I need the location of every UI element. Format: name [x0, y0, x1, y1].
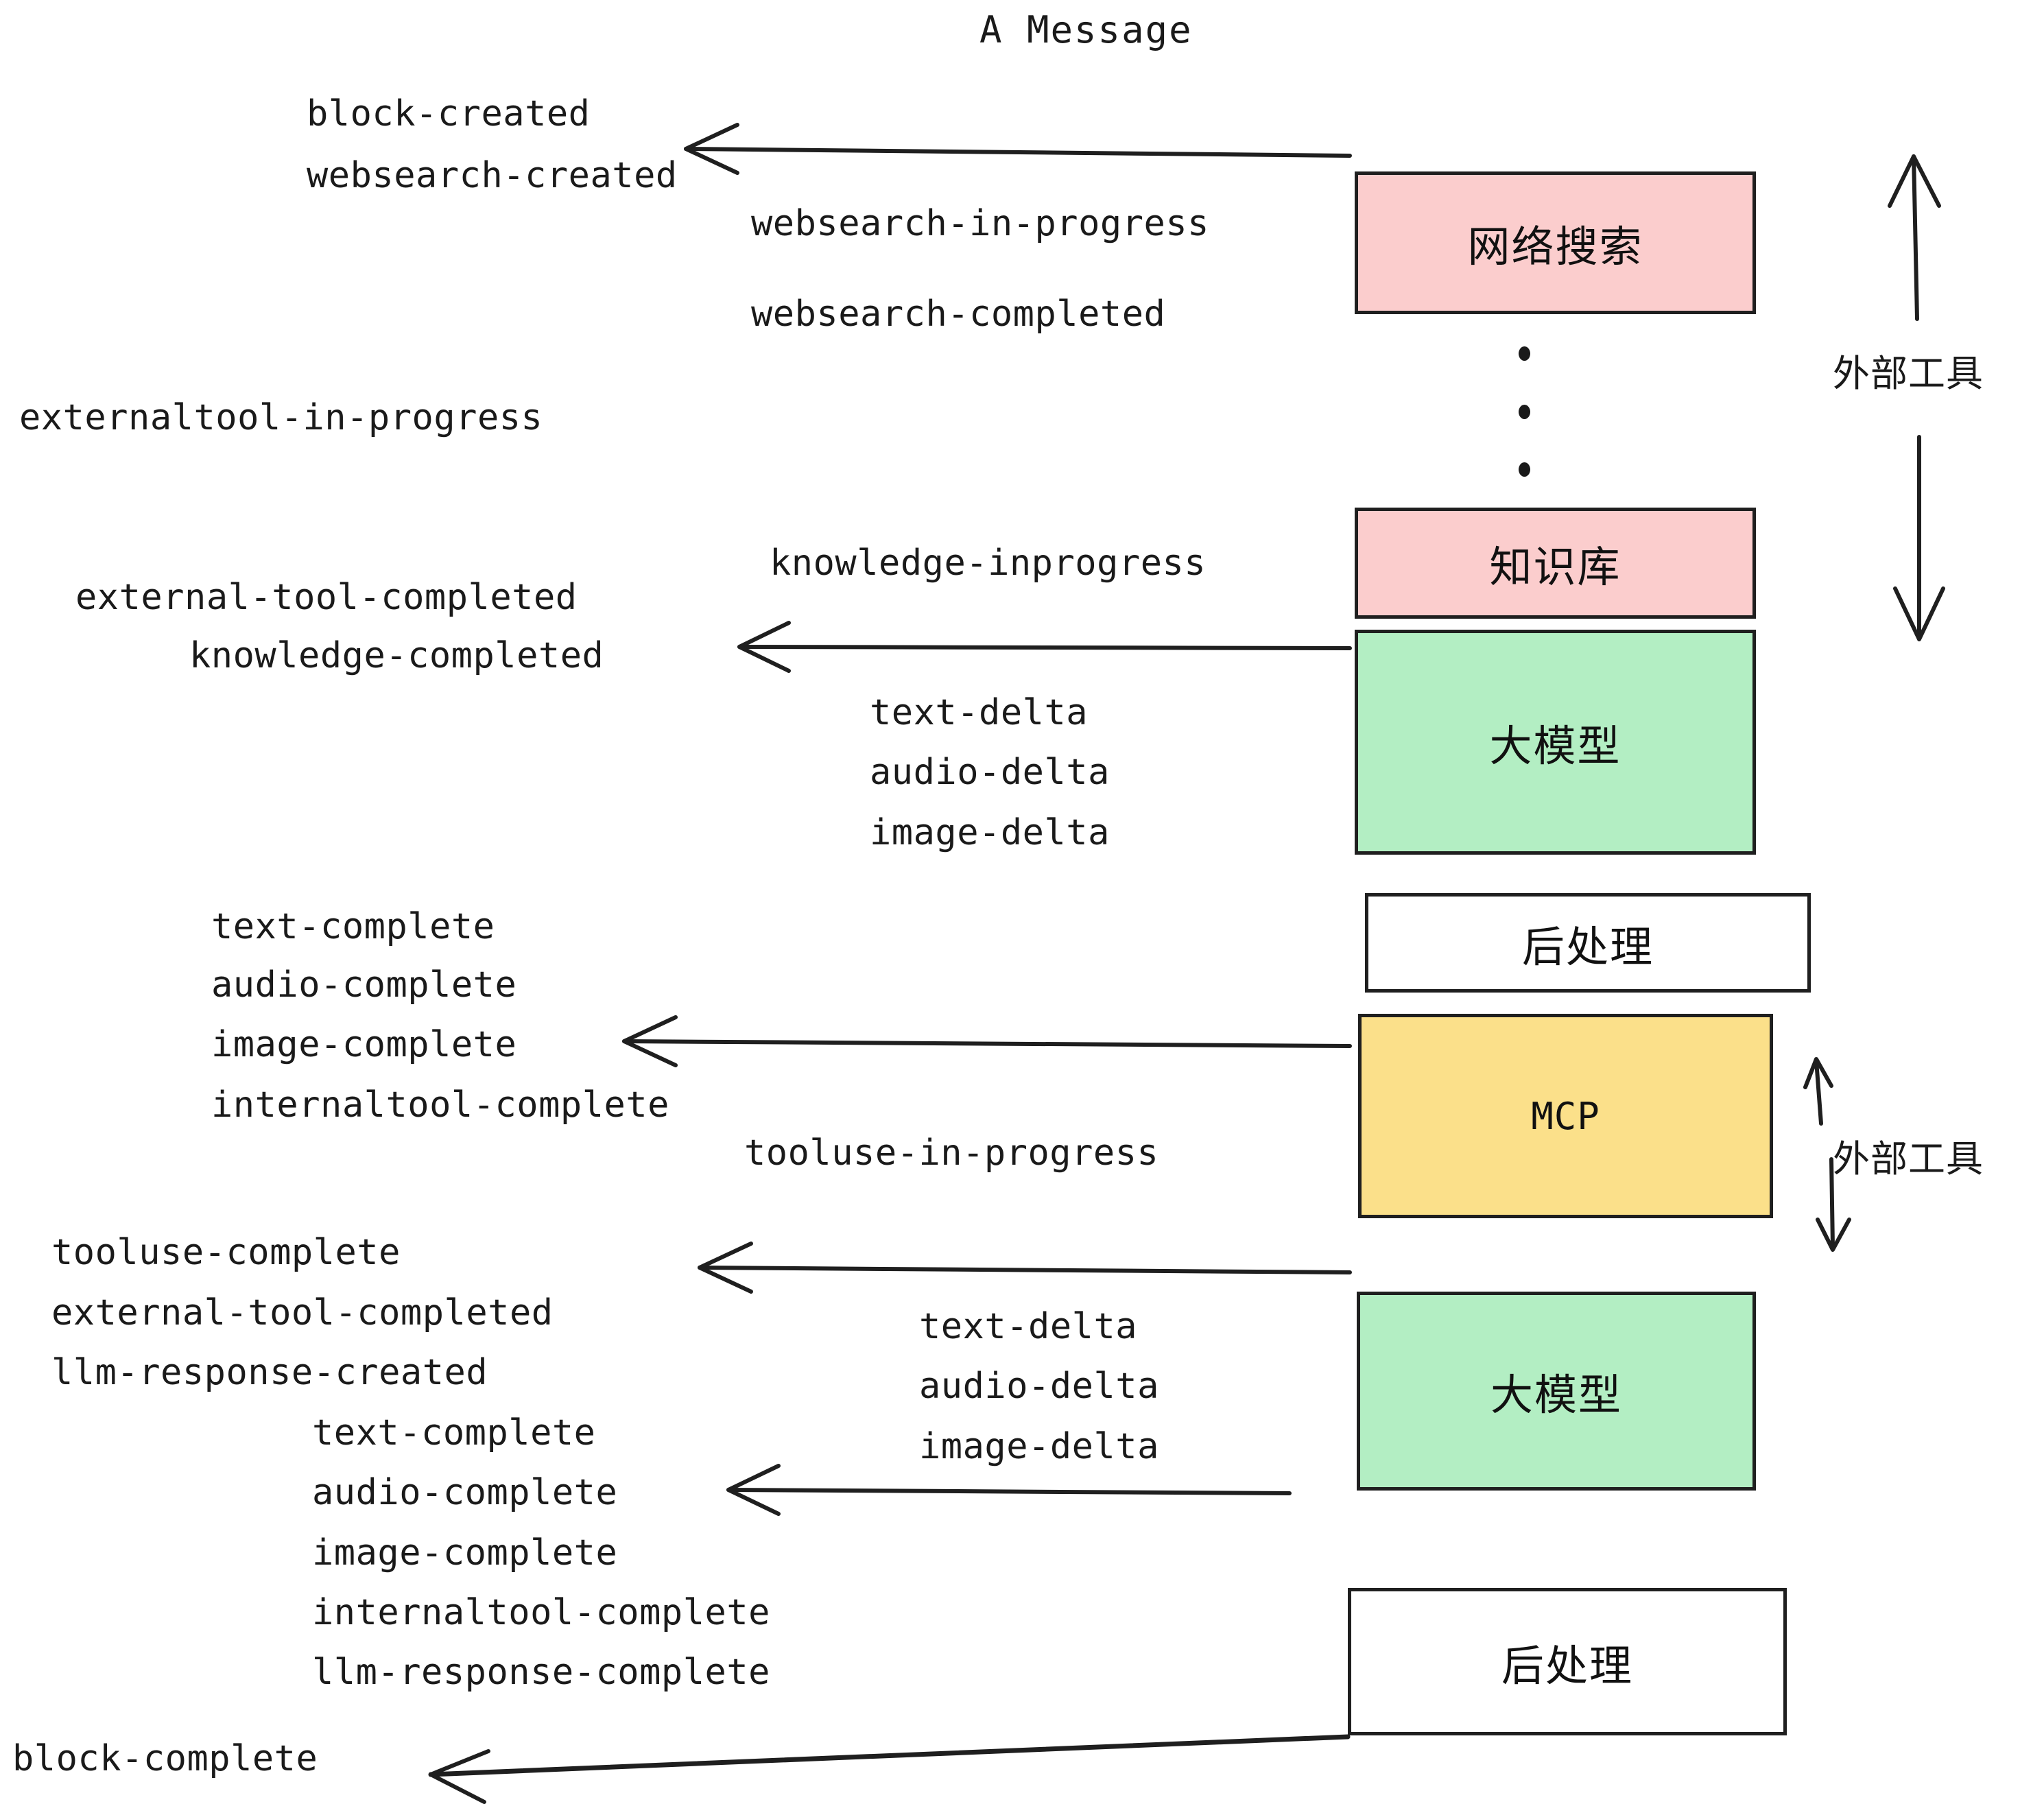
ellipsis-dots: [1517, 346, 1531, 477]
event-label-image-complete-1: image-complete: [211, 1024, 517, 1065]
event-label-text-complete-2: text-complete: [312, 1412, 596, 1453]
arrow-websearch-to-block-created: [684, 123, 1352, 175]
box-websearch[interactable]: 网络搜索: [1355, 171, 1756, 314]
event-label-text-delta-2: text-delta: [919, 1306, 1138, 1347]
event-label-audio-complete-2: audio-complete: [312, 1472, 618, 1513]
box-llm-2[interactable]: 大模型: [1357, 1292, 1756, 1491]
double-arrow-external-tools-top: [1888, 154, 1945, 641]
box-postprocess-2-label: 后处理: [1501, 1640, 1633, 1691]
event-label-external-tool-completed-2: external-tool-completed: [51, 1292, 554, 1333]
event-label-websearch-completed: websearch-completed: [751, 294, 1166, 335]
event-label-internaltool-complete-2: internaltool-complete: [312, 1592, 770, 1633]
side-label-external-tools-bottom: 外部工具: [1833, 1137, 1984, 1180]
event-label-external-tool-completed-1: external-tool-completed: [75, 577, 578, 618]
event-label-block-created: block-created: [307, 93, 591, 134]
arrow-postprocess1-to-image-complete: [622, 1015, 1352, 1067]
box-mcp-label: MCP: [1531, 1094, 1600, 1138]
box-postprocess-1[interactable]: 后处理: [1365, 893, 1811, 993]
event-label-image-complete-2: image-complete: [312, 1532, 618, 1574]
event-label-llm-response-complete: llm-response-complete: [312, 1652, 770, 1693]
box-postprocess-2[interactable]: 后处理: [1348, 1588, 1787, 1735]
box-llm-1[interactable]: 大模型: [1355, 630, 1756, 855]
event-label-block-complete: block-complete: [12, 1738, 318, 1779]
event-label-audio-delta-1: audio-delta: [870, 752, 1110, 793]
box-websearch-label: 网络搜索: [1467, 222, 1643, 272]
event-label-text-complete-1: text-complete: [211, 906, 495, 947]
dot-1: [1518, 346, 1530, 361]
event-label-audio-delta-2: audio-delta: [919, 1366, 1159, 1407]
event-label-text-delta-1: text-delta: [870, 692, 1089, 733]
box-knowledge-label: 知识库: [1489, 542, 1621, 592]
event-label-image-delta-1: image-delta: [870, 812, 1110, 853]
dot-2: [1518, 404, 1530, 419]
event-label-internaltool-complete-1: internaltool-complete: [211, 1084, 669, 1126]
event-label-audio-complete-1: audio-complete: [211, 964, 517, 1006]
event-label-tooluse-complete: tooluse-complete: [51, 1232, 401, 1273]
page-title: A Message: [979, 8, 1193, 51]
box-postprocess-1-label: 后处理: [1521, 921, 1654, 972]
event-label-tooluse-in-progress: tooluse-in-progress: [744, 1132, 1159, 1174]
box-llm-2-label: 大模型: [1490, 1370, 1622, 1420]
dot-3: [1518, 462, 1530, 477]
side-label-external-tools-top: 外部工具: [1833, 352, 1984, 395]
arrow-postprocess2-to-block-complete: [428, 1734, 1351, 1804]
event-label-knowledge-completed: knowledge-completed: [189, 635, 604, 676]
event-label-externaltool-in-progress: externaltool-in-progress: [19, 397, 543, 438]
event-label-websearch-created: websearch-created: [307, 155, 678, 196]
arrow-mcp-to-tooluse-complete: [698, 1242, 1352, 1294]
box-knowledge[interactable]: 知识库: [1355, 508, 1756, 619]
event-label-websearch-in-progress: websearch-in-progress: [751, 203, 1209, 244]
box-mcp[interactable]: MCP: [1358, 1014, 1773, 1218]
event-label-image-delta-2: image-delta: [919, 1426, 1159, 1467]
box-llm-1-label: 大模型: [1489, 721, 1621, 771]
arrow-knowledge-to-knowledge-completed: [737, 621, 1352, 673]
event-label-llm-response-created: llm-response-created: [51, 1352, 488, 1393]
arrow-llm2-to-audio-complete: [726, 1464, 1292, 1516]
event-label-knowledge-inprogress: knowledge-inprogress: [770, 543, 1207, 584]
